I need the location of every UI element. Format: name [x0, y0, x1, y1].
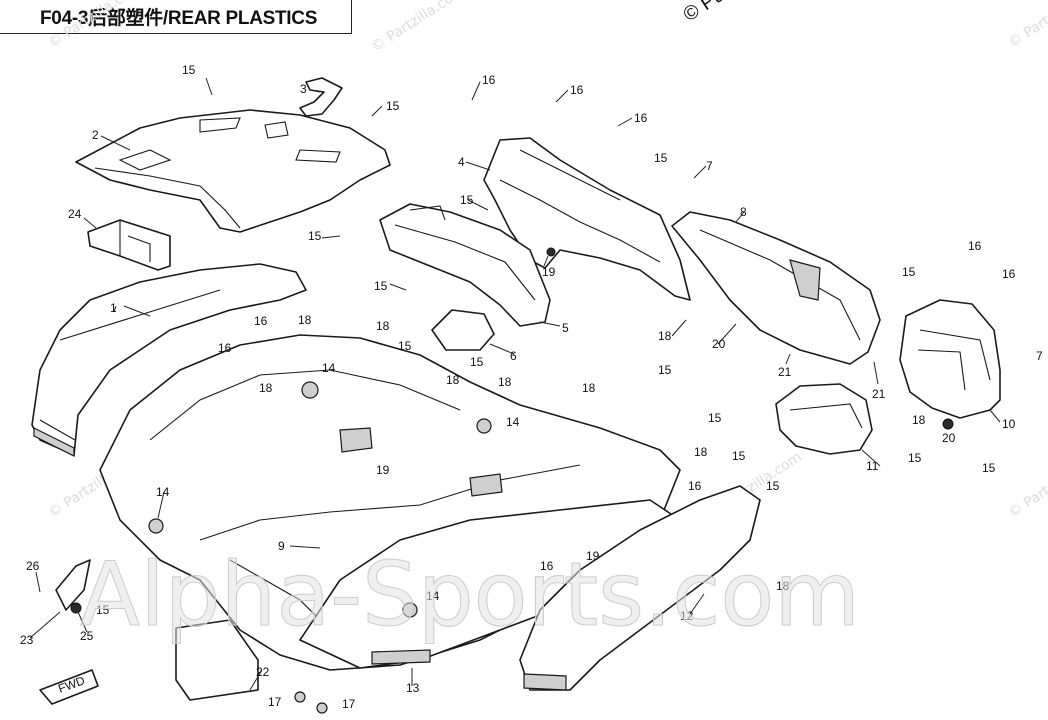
callout-label: 18 — [776, 579, 790, 593]
callout-label: 18 — [446, 373, 460, 387]
part-11-lower-bracket — [775, 383, 873, 455]
callout-label: 18 — [498, 375, 512, 389]
callout-label: 21 — [872, 387, 886, 401]
part-5-center-tray — [379, 203, 551, 327]
partzilla-watermark: © Partzilla.com — [1005, 0, 1048, 51]
callout-label: 19 — [376, 463, 390, 477]
callout-label: 20 — [942, 431, 956, 445]
callout-label: 5 — [562, 321, 569, 335]
page-title: F04-3后部塑件/REAR PLASTICS — [40, 8, 318, 29]
part-23-mud-flap — [175, 619, 259, 701]
callout-label: 15 — [732, 449, 746, 463]
callout-label: 16 — [218, 341, 232, 355]
callout-label: 17 — [268, 695, 282, 709]
callout-label: 15 — [96, 603, 110, 617]
callout-label: 26 — [26, 559, 40, 573]
callout-labels: 1 2 3 4 5 6 7 7 8 9 10 11 12 13 14 14 14… — [20, 63, 1043, 711]
callout-label: 18 — [298, 313, 312, 327]
part-1-left-fender — [31, 263, 307, 457]
part-24-small-cap — [55, 559, 91, 614]
fasteners — [148, 247, 954, 714]
callout-label: 15 — [766, 479, 780, 493]
callout-label: 15 — [658, 363, 672, 377]
callout-label: 9 — [278, 539, 285, 553]
callout-label: 16 — [968, 239, 982, 253]
callout-label: 21 — [778, 365, 792, 379]
callout-label: 15 — [182, 63, 196, 77]
callout-label: 18 — [912, 413, 926, 427]
callout-label: 15 — [470, 355, 484, 369]
callout-label: 15 — [902, 265, 916, 279]
callout-label: 14 — [426, 589, 440, 603]
callout-label: 3 — [300, 82, 307, 96]
callout-label: 8 — [740, 205, 747, 219]
fwd-arrow: FWD — [39, 669, 99, 705]
callout-label: 16 — [1002, 267, 1016, 281]
callout-label: 20 — [712, 337, 726, 351]
callout-label: 15 — [308, 229, 322, 243]
callout-label: 12 — [680, 609, 694, 623]
callout-label: 16 — [634, 111, 648, 125]
callout-label: 15 — [460, 193, 474, 207]
part-3-handle — [299, 77, 343, 117]
callout-label: 16 — [482, 73, 496, 87]
callout-label: 1 — [110, 301, 117, 315]
callout-label: 14 — [506, 415, 520, 429]
part-8-right-panel — [671, 211, 881, 365]
callout-label: 23 — [20, 633, 34, 647]
callout-label: 7 — [1036, 349, 1043, 363]
callout-label: 14 — [156, 485, 170, 499]
callout-label: 19 — [586, 549, 600, 563]
title-box: F04-3后部塑件/REAR PLASTICS — [0, 0, 352, 34]
alpha-sports-watermark: Alpha-Sports.com — [80, 543, 860, 646]
callout-label: 7 — [706, 159, 713, 173]
callout-label: 16 — [570, 83, 584, 97]
callout-label: 24 — [68, 207, 82, 221]
callout-label: 18 — [259, 381, 273, 395]
part-6-small-plate — [431, 309, 495, 351]
callout-label: 10 — [1002, 417, 1016, 431]
callout-label: 15 — [708, 411, 722, 425]
callout-label: 13 — [406, 681, 420, 695]
callout-label: 4 — [458, 155, 465, 169]
callout-label: 2 — [92, 128, 99, 142]
callout-label: 17 — [342, 697, 356, 711]
partzilla-watermark: © Partzilla.com — [368, 0, 467, 55]
callout-label: 19 — [542, 265, 556, 279]
callout-label: 15 — [398, 339, 412, 353]
callout-label: 6 — [510, 349, 517, 363]
callout-label: 15 — [982, 461, 996, 475]
callout-label: 15 — [654, 151, 668, 165]
callout-label: 22 — [256, 665, 270, 679]
callout-label: 18 — [658, 329, 672, 343]
callout-label: 11 — [866, 459, 879, 473]
part-25-bracket — [87, 219, 171, 271]
part-2-rear-cover — [75, 109, 391, 233]
callout-label: 16 — [254, 314, 268, 328]
callout-label: 18 — [582, 381, 596, 395]
callout-label: 14 — [322, 361, 336, 375]
callout-label: 18 — [376, 319, 390, 333]
callout-label: 25 — [80, 629, 94, 643]
callout-label: 15 — [908, 451, 922, 465]
callout-label: 16 — [688, 479, 702, 493]
callout-label: 16 — [540, 559, 554, 573]
leader-lines — [29, 77, 1001, 691]
callout-label: 18 — [694, 445, 708, 459]
callout-label: 15 — [374, 279, 388, 293]
callout-label: 15 — [386, 99, 400, 113]
part-10-corner-bracket — [899, 299, 1001, 419]
partzilla-watermark: © Partzilla.com — [45, 0, 144, 51]
partzilla-watermark: © Partzilla.com — [1005, 449, 1048, 521]
part-12-right-fender — [519, 485, 761, 691]
